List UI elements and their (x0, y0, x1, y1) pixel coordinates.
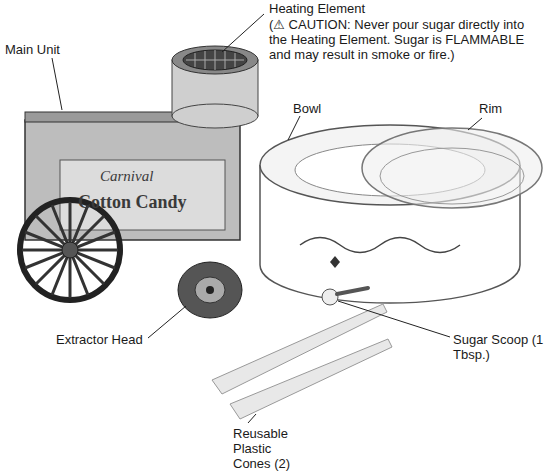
part-label: Rim (478, 101, 503, 116)
wheel-hub (62, 242, 78, 258)
sugar-scoop (322, 289, 338, 305)
leader-lines (52, 14, 482, 423)
cart-sign (60, 160, 225, 230)
part-label: Heating Element (268, 1, 366, 16)
part-label: Reusable Plastic Cones (2) (232, 426, 306, 471)
part-label: Bowl (292, 101, 322, 116)
heater-base (172, 104, 258, 128)
part-label: Main Unit (4, 42, 61, 57)
wheel-spokes (22, 202, 118, 298)
heater-rim (172, 46, 258, 74)
extractor-hub (195, 277, 225, 303)
cart-logo: Carnival (100, 168, 153, 185)
bowl-swirl (300, 238, 460, 253)
scoop-handle (337, 288, 368, 294)
rim-inner (380, 148, 524, 204)
rim-lid (362, 128, 542, 208)
grate-lines (186, 50, 244, 70)
cart-logo: Cotton Candy (78, 192, 187, 212)
part-label: Extractor Head (55, 332, 144, 347)
bowl-diamond (330, 256, 340, 268)
extractor-head (178, 262, 242, 318)
cart-wheel (20, 200, 120, 300)
plastic-cone (230, 339, 392, 419)
extractor-center (206, 286, 214, 294)
heater-grate (183, 50, 247, 70)
caution-note: (⚠ CAUTION: Never pour sugar directly in… (268, 17, 538, 62)
part-label: Sugar Scoop (1 Tbsp.) (452, 332, 546, 362)
